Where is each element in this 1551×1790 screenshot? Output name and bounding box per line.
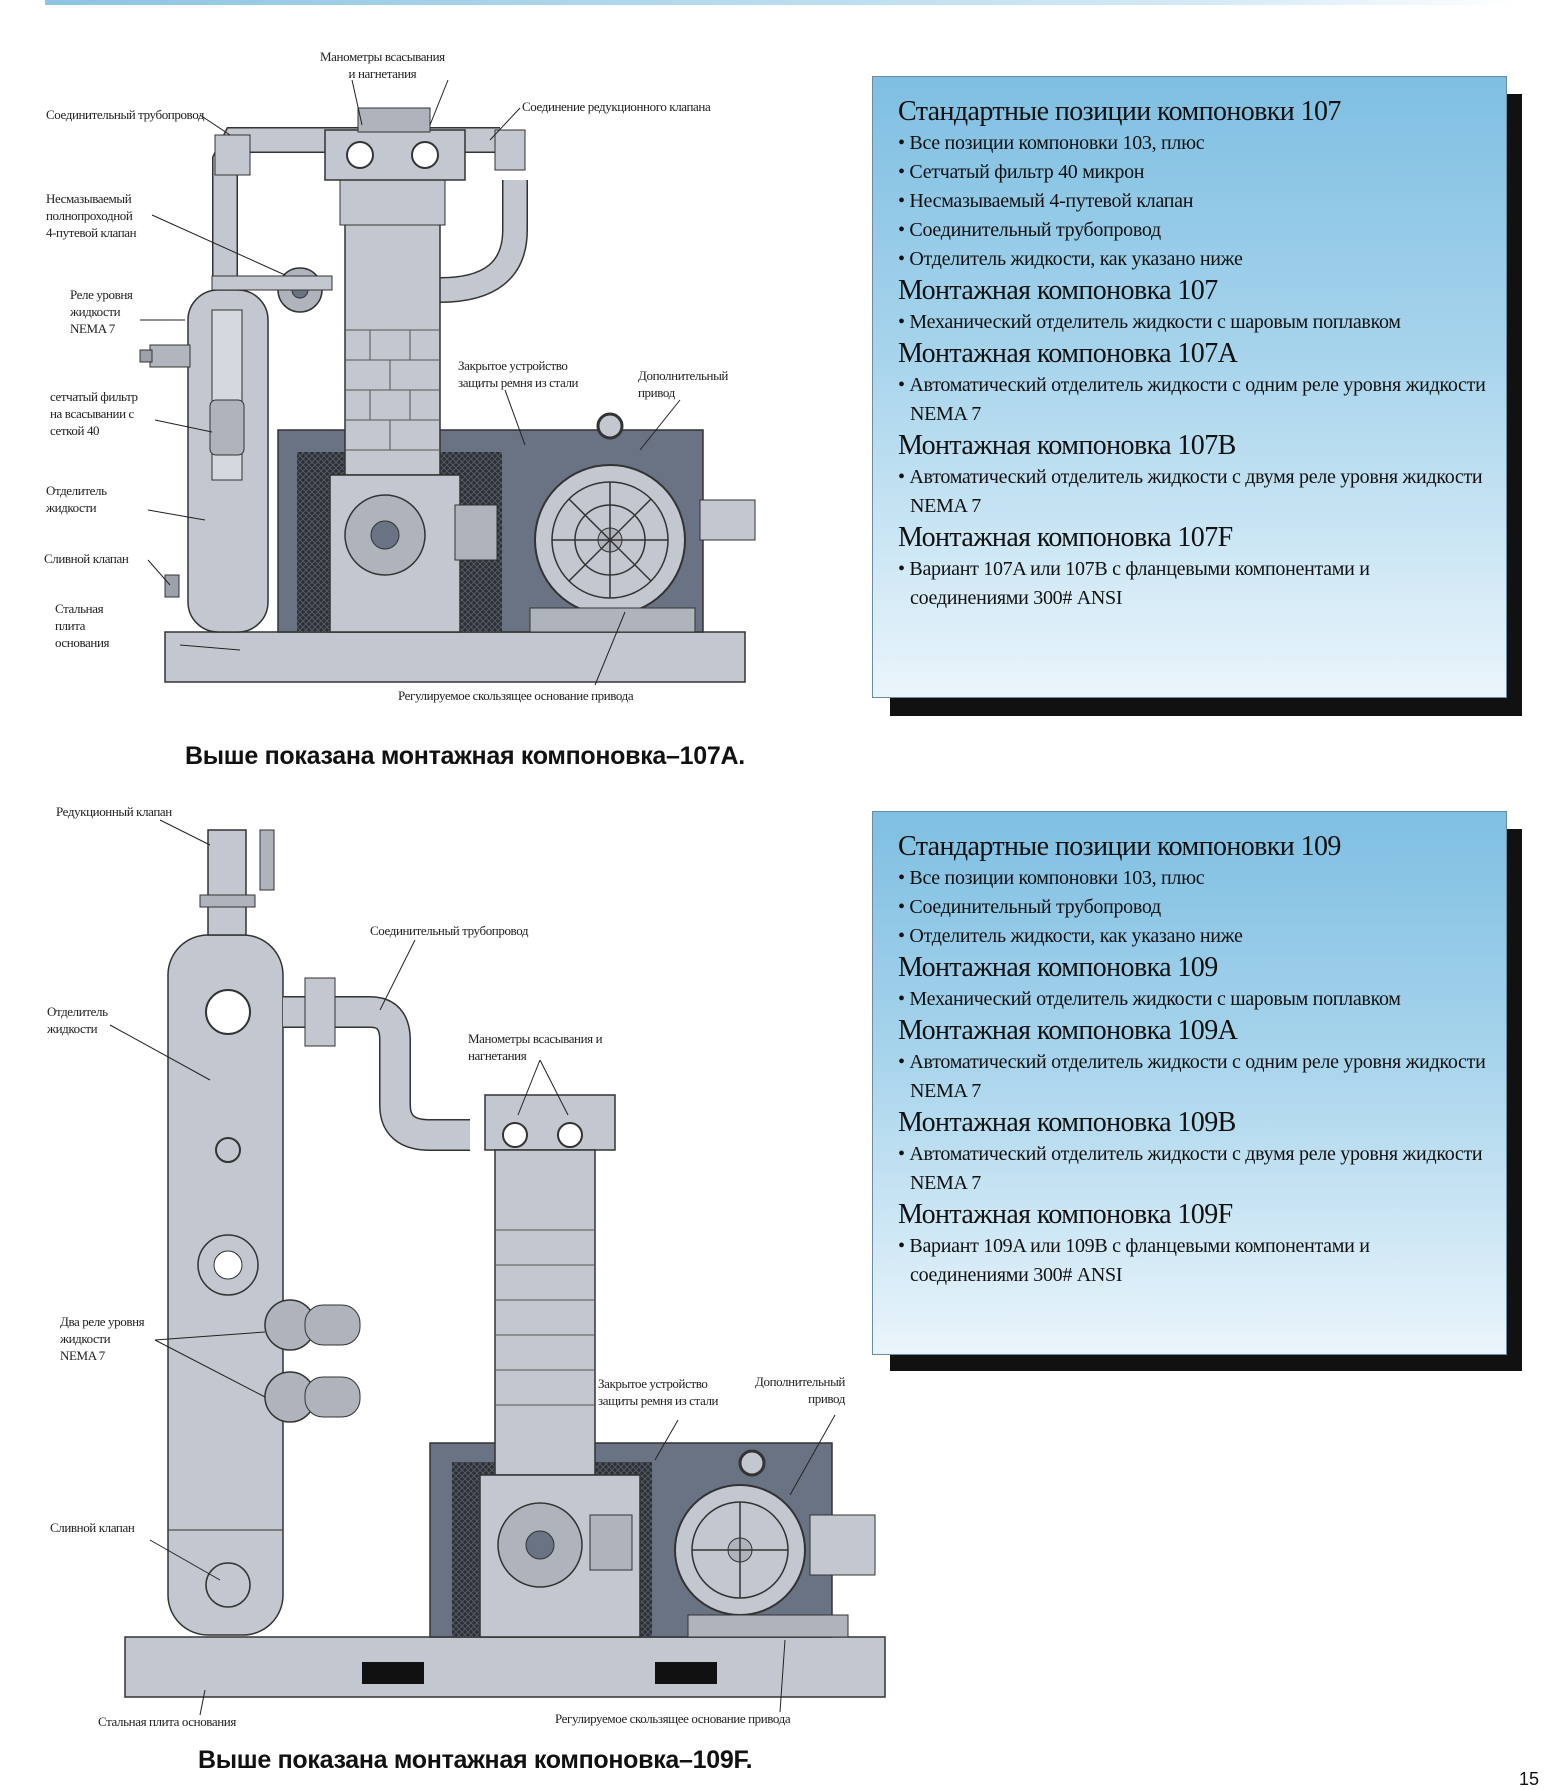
box-109-title-3: Монтажная компоновка 109B	[898, 1107, 1236, 1138]
label-drive-109: Дополнительный привод	[755, 1374, 845, 1406]
list-item: Все позиции компоновки 103, плюс	[898, 129, 1486, 158]
page-number: 15	[1518, 1769, 1539, 1789]
list-item: Соединительный трубопровод	[898, 893, 1486, 922]
label-slide-base: Регулируемое скользящее основание привод…	[398, 688, 634, 703]
caption-107a: Выше показана монтажная компоновка–107A.	[185, 742, 745, 770]
box-109: Стандартные позиции компоновки 109 Все п…	[872, 811, 1522, 1371]
box-107-title-4: Монтажная компоновка 107F	[898, 522, 1233, 553]
list-item: Автоматический отделитель жидкости с одн…	[898, 1048, 1486, 1106]
steel-base-plate	[164, 631, 746, 683]
box-109-title-0: Стандартные позиции компоновки 109	[898, 831, 1341, 862]
list-item: Несмазываемый 4-путевой клапан	[898, 187, 1486, 216]
diagram-107a	[139, 79, 756, 686]
label-drive: Дополнительный привод	[638, 368, 728, 400]
header-accent-bar	[45, 0, 1521, 5]
box-109-title-1: Монтажная компоновка 109	[898, 952, 1218, 983]
steel-base-plate-109	[124, 1636, 886, 1698]
list-item: Механический отделитель жидкости с шаров…	[898, 985, 1486, 1014]
list-item: Все позиции компоновки 103, плюс	[898, 864, 1486, 893]
discharge-gauge-109	[557, 1122, 583, 1148]
caption-109f: Выше показана монтажная компоновка–109F.	[198, 1746, 753, 1774]
label-base-109: Стальная плита основания	[98, 1714, 236, 1729]
label-piping-109: Соединительный трубопровод	[370, 923, 529, 938]
label-belt-guard: Закрытое устройство защиты ремня из стал…	[458, 358, 579, 390]
belt-guard-109	[429, 1442, 833, 1638]
box-107-title-0: Стандартные позиции компоновки 107	[898, 96, 1341, 127]
compressor-head-109	[484, 1094, 616, 1151]
label-separator: Отделитель жидкости	[46, 483, 107, 515]
suction-gauge	[346, 141, 374, 169]
box-109-title-4: Монтажная компоновка 109F	[898, 1199, 1233, 1230]
liquid-separator-109	[167, 934, 284, 1636]
motor-109	[674, 1484, 806, 1616]
list-item: Автоматический отделитель жидкости с одн…	[898, 371, 1486, 429]
box-107-list-0: Все позиции компоновки 103, плюс Сетчаты…	[898, 129, 1486, 274]
label-drain: Сливной клапан	[44, 551, 129, 566]
discharge-gauge	[411, 141, 439, 169]
box-107: Стандартные позиции компоновки 107 Все п…	[872, 76, 1522, 716]
list-item: Соединительный трубопровод	[898, 216, 1486, 245]
separator-gauge	[205, 989, 251, 1035]
label-piping: Соединительный трубопровод	[46, 107, 205, 122]
box-107-title-3: Монтажная компоновка 107B	[898, 430, 1236, 461]
label-strainer: сетчатый фильтр на всасывании с сеткой 4…	[50, 389, 138, 438]
list-item: Отделитель жидкости, как указано ниже	[898, 922, 1486, 951]
label-belt-guard-109: Закрытое устройство защиты ремня из стал…	[598, 1376, 719, 1408]
list-item: Вариант 107A или 107B с фланцевыми компо…	[898, 555, 1486, 613]
list-item: Автоматический отделитель жидкости с дву…	[898, 1140, 1486, 1198]
suction-gauge-109	[502, 1122, 528, 1148]
box-107-title-1: Монтажная компоновка 107	[898, 275, 1218, 306]
level-switch-1	[264, 1299, 316, 1351]
compressor-column	[344, 209, 441, 476]
compressor-column-109	[494, 1149, 596, 1476]
label-relief-valve: Редукционный клапан	[56, 804, 172, 819]
label-level-switch: Реле уровня жидкости NEMA 7	[70, 287, 133, 336]
list-item: Механический отделитель жидкости с шаров…	[898, 308, 1486, 337]
label-separator-109: Отделитель жидкости	[47, 1004, 108, 1036]
label-relief-conn: Соединение редукционного клапана	[522, 99, 711, 114]
list-item: Отделитель жидкости, как указано ниже	[898, 245, 1486, 274]
label-four-way-valve: Несмазываемый полнопроходной 4-путевой к…	[46, 191, 137, 240]
label-level-switches: Два реле уровня жидкости NEMA 7	[60, 1314, 145, 1363]
label-gauges-109: Манометры всасывания и нагнетания	[468, 1031, 603, 1063]
box-107-title-2: Монтажная компоновка 107A	[898, 338, 1238, 369]
box-109-title-2: Монтажная компоновка 109A	[898, 1015, 1238, 1046]
list-item: Вариант 109A или 109B с фланцевыми компо…	[898, 1232, 1486, 1290]
label-base: Стальная плита основания	[55, 601, 110, 650]
label-gauges: Манометры всасывания и нагнетания	[320, 49, 445, 81]
level-switch-2	[264, 1371, 316, 1423]
label-drain-109: Сливной клапан	[50, 1520, 135, 1535]
label-slide-base-109: Регулируемое скользящее основание привод…	[555, 1711, 791, 1726]
list-item: Сетчатый фильтр 40 микрон	[898, 158, 1486, 187]
list-item: Автоматический отделитель жидкости с дву…	[898, 463, 1486, 521]
relief-valve	[207, 829, 247, 936]
crankcase-109	[479, 1474, 641, 1638]
